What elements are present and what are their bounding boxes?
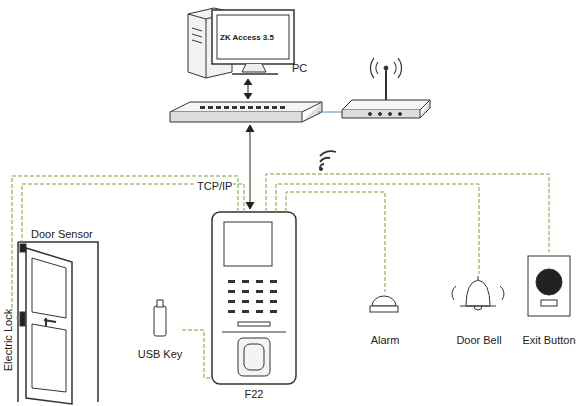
device-label: Alarm <box>371 334 400 346</box>
protocol-label: TCP/IP <box>196 180 233 192</box>
device-label: USB Key <box>138 348 183 360</box>
device-label: F22 <box>245 388 264 400</box>
device-label: Exit Button <box>522 334 575 346</box>
alarm: Alarm <box>360 292 410 348</box>
signal-wire <box>276 184 479 274</box>
part-label: Electric Lock <box>2 308 14 372</box>
screen-text: ZK Access 3.5 <box>220 34 274 43</box>
signal-wire <box>266 174 549 252</box>
part-label: Door Sensor <box>30 228 94 240</box>
signal-wire <box>286 192 385 292</box>
device-label: Door Bell <box>456 334 501 346</box>
usb-key: USB Key <box>138 298 182 362</box>
device-label: PC <box>292 62 307 74</box>
exit-button: Exit Button <box>518 252 580 348</box>
door-bell: Door Bell <box>450 274 508 348</box>
signal-wire <box>182 330 212 378</box>
computer: ZK Access 3.5PC <box>180 4 308 80</box>
access-terminal: F22 <box>212 212 296 402</box>
